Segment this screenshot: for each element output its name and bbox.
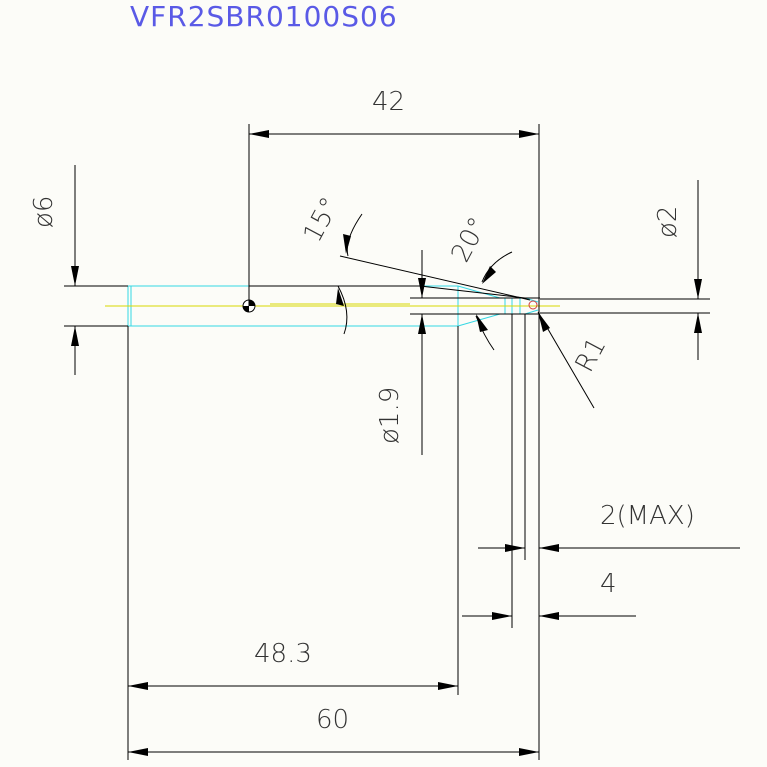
flute-length-dimension: 2(MAX)	[478, 501, 740, 552]
tip-diameter-dimension: ø2	[540, 180, 710, 360]
neck-diameter-dimension: ø1.9	[375, 250, 426, 455]
corner-radius-dimension: R1	[528, 300, 613, 409]
overall-length-dimension: 60	[128, 705, 539, 756]
taper-angle-label: 15°	[298, 193, 346, 248]
neck-length-dimension: 4	[462, 569, 636, 620]
body-length-dimension: 48.3	[127, 326, 459, 760]
tip-diameter-label: ø2	[653, 206, 683, 238]
corner-radius-label: R1	[570, 333, 613, 378]
neck-length-label: 4	[600, 569, 617, 599]
shank-diameter-dimension: ø6	[29, 165, 128, 375]
tip-angle-label: 20°	[446, 213, 494, 268]
part-number: VFR2SBR0100S06	[130, 0, 398, 33]
overall-length-label: 60	[316, 705, 349, 735]
reach-length-label: 42	[372, 87, 405, 117]
flute-length-label: 2(MAX)	[600, 501, 695, 531]
body-length-label: 48.3	[254, 639, 312, 669]
tip-angle-dimension: 20°	[419, 213, 526, 351]
neck-diameter-label: ø1.9	[375, 387, 405, 444]
reach-length-dimension: 42	[248, 87, 540, 760]
shank-diameter-label: ø6	[29, 196, 59, 228]
